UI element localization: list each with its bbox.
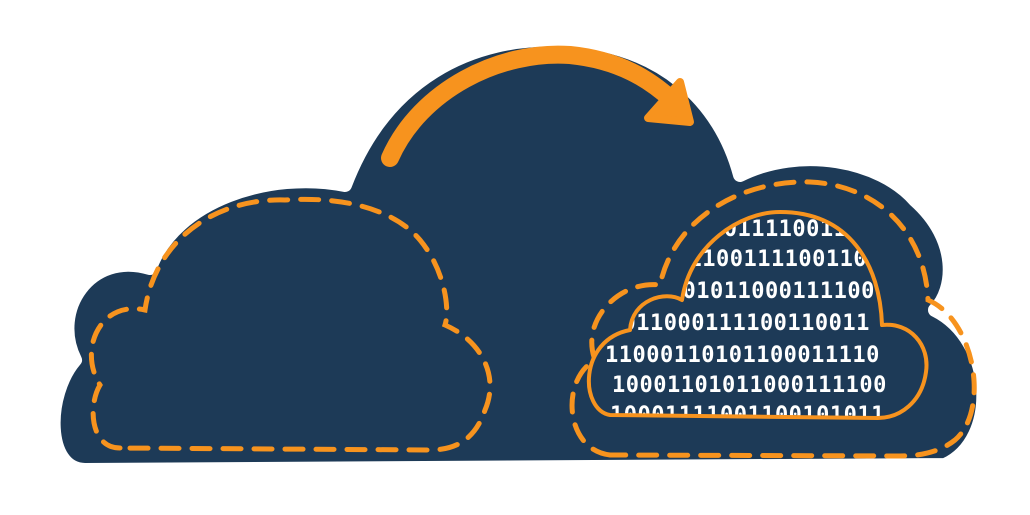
left-dashed-cloud-outline-icon xyxy=(88,196,493,453)
binary-line-6: 10001101011000111100 xyxy=(612,373,887,398)
arrow-icon xyxy=(381,45,694,167)
binary-data-cloud-icon: 111100110011110011001 111100110011110011… xyxy=(586,210,929,420)
binary-line-5: 11000110101100011110 xyxy=(605,343,880,368)
binary-line-4: 01011000111100110011 xyxy=(595,311,870,336)
